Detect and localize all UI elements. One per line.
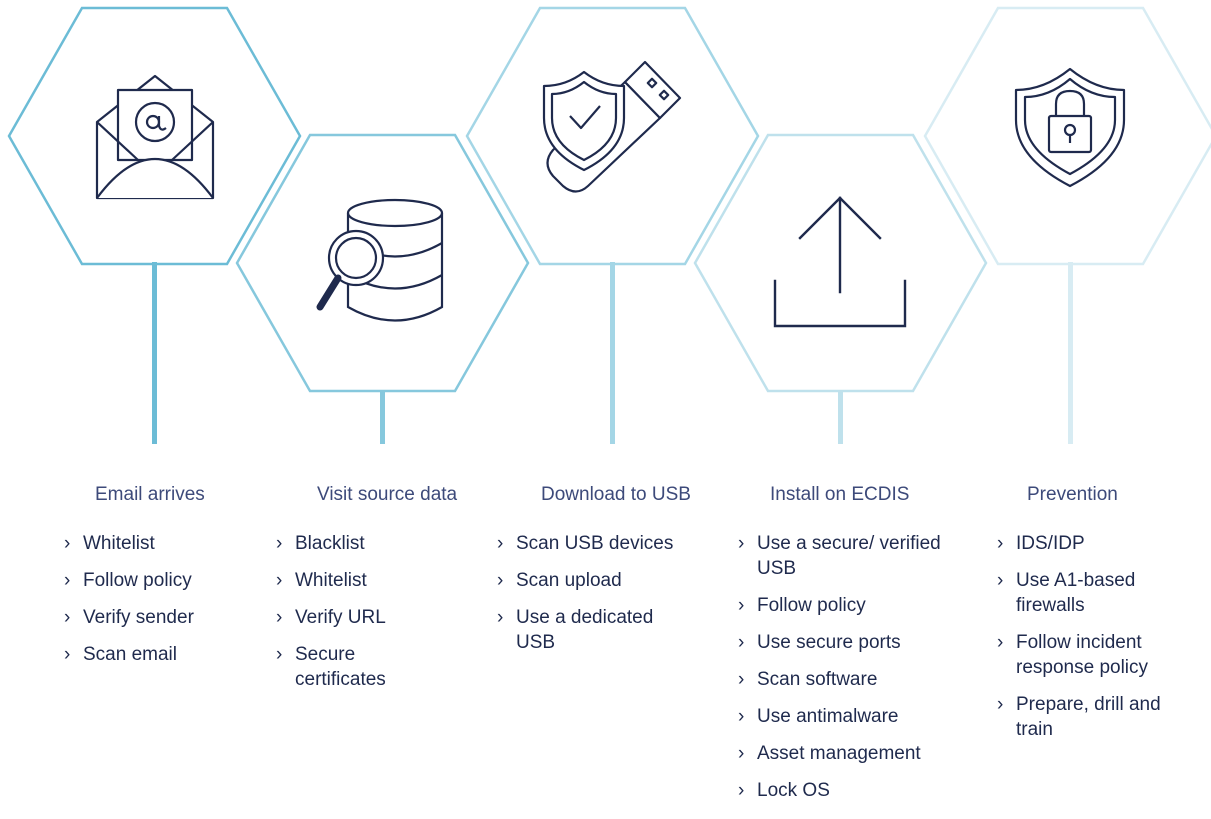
list-item: › Verify sender [64, 605, 194, 630]
list-item: › Use antimalware [738, 704, 970, 729]
process-diagram [7, 6, 1211, 444]
stage-title: Email arrives [95, 484, 205, 505]
list-item: › Scan upload [497, 568, 692, 593]
connector-stem [610, 262, 615, 444]
list-item: › Scan USB devices [497, 531, 692, 556]
database-search-icon [316, 198, 444, 322]
list-item-label: Scan software [757, 669, 878, 690]
list-item: › Whitelist [276, 568, 426, 593]
usb-shield-icon [542, 60, 682, 193]
list-item-label: Use a secure/ verified USB [757, 533, 941, 579]
list-item: › Blacklist [276, 531, 426, 556]
bullet-icon: › [497, 533, 504, 554]
list-item-label: Whitelist [83, 533, 155, 554]
list-item: › Scan software [738, 667, 970, 692]
bullet-icon: › [64, 644, 71, 665]
list-item-label: Use antimalware [757, 706, 899, 727]
list-item: › Follow policy [64, 568, 194, 593]
bullet-icon: › [738, 780, 745, 801]
bullet-icon: › [738, 706, 745, 727]
hexagon-stage-2 [235, 133, 530, 393]
checklist: › IDS/IDP › Use A1-based firewalls › Follow… [997, 531, 1197, 754]
hexagon-stage-4 [693, 133, 988, 393]
stage-title: Prevention [1027, 484, 1118, 505]
list-item: › Whitelist [64, 531, 194, 556]
bullet-icon: › [64, 533, 71, 554]
list-item-label: Verify URL [295, 607, 386, 628]
stage-title: Visit source data [317, 484, 458, 505]
upload-icon [773, 196, 907, 328]
list-item: › Follow policy [738, 593, 970, 618]
list-item: › Lock OS [738, 778, 970, 803]
list-item-label: Use A1-based firewalls [1016, 570, 1136, 616]
list-item-label: Follow incident response policy [1016, 632, 1149, 678]
list-item: › Prepare, drill and train [997, 692, 1201, 742]
list-item-label: Follow policy [757, 595, 866, 616]
checklist: › Use a secure/ verified USB › Follow poli… [738, 531, 970, 815]
list-item: › Use A1-based firewalls [997, 568, 1166, 618]
hexagon-stage-1 [7, 6, 302, 266]
checklist: › Scan USB devices › Scan upload › Use a de… [497, 531, 692, 667]
list-item-label: Blacklist [295, 533, 365, 554]
connector-stem [1068, 262, 1073, 444]
list-item: › Asset management [738, 741, 970, 766]
list-item: › Follow incident response policy [997, 630, 1201, 680]
bullet-icon: › [738, 669, 745, 690]
list-item-label: Secure certificates [295, 644, 386, 690]
checklist: › Blacklist › Whitelist › Verify URL › Secur… [276, 531, 426, 704]
connector-stem [380, 390, 385, 444]
list-item-label: Whitelist [295, 570, 367, 591]
bullet-icon: › [497, 570, 504, 591]
stage-title: Install on ECDIS [770, 484, 910, 505]
list-item-label: Scan upload [516, 570, 622, 591]
list-item: › Verify URL [276, 605, 426, 630]
bullet-icon: › [738, 632, 745, 653]
connector-stem [838, 390, 843, 444]
stage-title: Download to USB [541, 484, 691, 505]
bullet-icon: › [276, 644, 283, 665]
list-item-label: IDS/IDP [1016, 533, 1085, 554]
list-item-label: Use secure ports [757, 632, 901, 653]
list-item: › Use a dedicated USB [497, 605, 676, 655]
list-item-label: Use a dedicated USB [516, 607, 654, 653]
bullet-icon: › [64, 570, 71, 591]
hexagon-stage-5 [923, 6, 1211, 266]
bullet-icon: › [738, 533, 745, 554]
list-item: › Use secure ports [738, 630, 970, 655]
checklist: › Whitelist › Follow policy › Verify sender… [64, 531, 194, 679]
list-item-label: Prepare, drill and train [1016, 694, 1161, 740]
list-item-label: Asset management [757, 743, 921, 764]
connector-stem [152, 262, 157, 444]
shield-lock-icon [1014, 67, 1126, 188]
list-item: › IDS/IDP [997, 531, 1197, 556]
bullet-icon: › [997, 570, 1004, 591]
bullet-icon: › [738, 743, 745, 764]
bullet-icon: › [276, 570, 283, 591]
list-item: › Use a secure/ verified USB [738, 531, 967, 581]
bullet-icon: › [997, 632, 1004, 653]
bullet-icon: › [497, 607, 504, 628]
bullet-icon: › [997, 694, 1004, 715]
bullet-icon: › [276, 607, 283, 628]
bullet-icon: › [64, 607, 71, 628]
bullet-icon: › [997, 533, 1004, 554]
list-item: › Secure certificates [276, 642, 405, 692]
hexagon-stage-3 [465, 6, 760, 266]
list-item-label: Lock OS [757, 780, 830, 801]
email-at-icon [95, 74, 215, 200]
bullet-icon: › [276, 533, 283, 554]
list-item: › Scan email [64, 642, 194, 667]
list-item-label: Scan USB devices [516, 533, 674, 554]
list-item-label: Follow policy [83, 570, 192, 591]
bullet-icon: › [738, 595, 745, 616]
list-item-label: Scan email [83, 644, 177, 665]
list-item-label: Verify sender [83, 607, 194, 628]
